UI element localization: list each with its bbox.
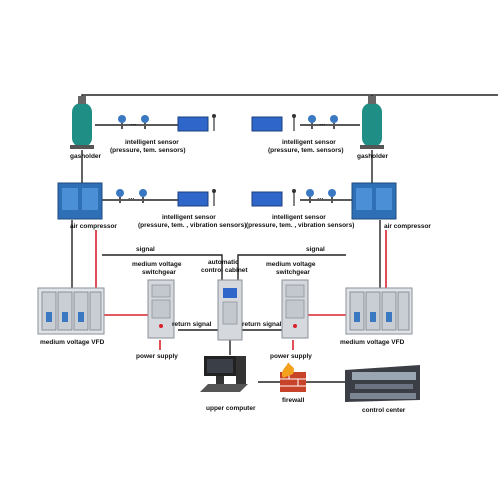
firewall-label: firewall bbox=[282, 397, 305, 404]
mv-vfd-left-label: medium voltage VFD bbox=[40, 339, 105, 346]
wireless-display-panel-icon bbox=[177, 116, 209, 132]
pc-tower bbox=[236, 356, 246, 384]
gasholder-right-base bbox=[360, 145, 384, 149]
sensor-top-left-label-2: (pressure, tem. sensors) bbox=[110, 147, 186, 154]
mv-switchgear-left-label-1: medium voltage bbox=[132, 261, 182, 268]
mv-vfd-right bbox=[345, 287, 413, 335]
pressure-sensor-icon bbox=[116, 189, 124, 203]
gasholder-right-valve bbox=[368, 96, 376, 104]
gasholder-left-tank bbox=[72, 103, 92, 147]
top-bus-wire bbox=[81, 94, 498, 110]
air-compressor-right bbox=[351, 182, 397, 220]
air-compressor-left bbox=[57, 182, 103, 220]
sensor-dots: … bbox=[317, 194, 324, 201]
sensor-top-right-label-1: intelligent sensor bbox=[282, 139, 336, 146]
sensor-mid-right-label-2: (pressure, tem. , vibration sensors) bbox=[246, 222, 354, 229]
auto-cabinet-label-2: control cabinet bbox=[201, 267, 248, 274]
control-room-icon bbox=[345, 365, 420, 402]
pressure-sensor-icon bbox=[306, 189, 314, 203]
auto-cabinet-label-1: automatic bbox=[208, 259, 239, 266]
wireless-display-panel-icon bbox=[251, 191, 283, 207]
wireless-antenna-icon bbox=[212, 114, 216, 131]
keyboard bbox=[200, 384, 248, 392]
gasholder-left bbox=[70, 96, 94, 149]
pressure-sensor-icon bbox=[308, 115, 316, 129]
mv-vfd-left bbox=[37, 287, 105, 335]
power-wires bbox=[95, 230, 387, 350]
wireless-antenna-icon bbox=[212, 189, 216, 206]
return-signal-right-label: return signal bbox=[242, 321, 282, 328]
air-compressor-right-label: air compressor bbox=[384, 223, 431, 230]
gasholder-left-base bbox=[70, 145, 94, 149]
sensor-mid-right-label-1: intelligent sensor bbox=[272, 214, 326, 221]
desktop-computer-icon bbox=[200, 356, 248, 392]
sensor-dots: … bbox=[130, 120, 137, 127]
mv-switchgear-right-label-1: medium voltage bbox=[266, 261, 316, 268]
signal-wires bbox=[71, 94, 498, 383]
upper-computer-label: upper computer bbox=[206, 405, 256, 412]
mv-switchgear-left bbox=[147, 279, 175, 339]
gasholder-right-label: gasholder bbox=[357, 153, 389, 160]
mv-switchgear-right bbox=[281, 279, 309, 339]
signal-left-wire bbox=[102, 254, 223, 282]
pressure-sensor-icon bbox=[328, 189, 336, 203]
gasholder-left-valve bbox=[78, 96, 86, 104]
mv-switchgear-right-label-2: switchgear bbox=[276, 269, 310, 276]
sensor-group-mid-right: … bbox=[251, 189, 336, 207]
automatic-control-cabinet bbox=[217, 279, 243, 341]
firewall-icon bbox=[280, 362, 306, 392]
mv-vfd-right-label: medium voltage VFD bbox=[340, 339, 405, 346]
signal-right-wire bbox=[237, 254, 346, 282]
pressure-sensor-icon bbox=[118, 115, 126, 129]
wireless-antenna-icon bbox=[292, 189, 296, 206]
sensor-dots: … bbox=[128, 194, 135, 201]
sensor-mid-left-label-2: (pressure, tem. , vibration sensors) bbox=[138, 222, 246, 229]
return-signal-left-label: return signal bbox=[172, 321, 212, 328]
sensor-group-top-left: … bbox=[118, 114, 216, 132]
gasholder-left-label: gasholder bbox=[70, 153, 102, 160]
wireless-display-panel-icon bbox=[251, 116, 283, 132]
pressure-sensor-icon bbox=[330, 115, 338, 129]
wireless-antenna-icon bbox=[292, 114, 296, 131]
sensor-dots: … bbox=[319, 120, 326, 127]
power-supply-right-label: power supply bbox=[270, 353, 312, 360]
air-compressor-left-label: air compressor bbox=[70, 223, 117, 230]
signal-right-label: signal bbox=[306, 246, 325, 253]
control-center-label: control center bbox=[362, 407, 406, 414]
sensor-mid-left-label-1: intelligent sensor bbox=[162, 214, 216, 221]
sensor-group-mid-left: … bbox=[116, 189, 216, 207]
gasholder-right-tank bbox=[362, 103, 382, 147]
gasholder-right bbox=[360, 96, 384, 149]
pressure-sensor-icon bbox=[139, 189, 147, 203]
signal-left-label: signal bbox=[136, 246, 155, 253]
power-supply-left-label: power supply bbox=[136, 353, 178, 360]
mv-switchgear-left-label-2: switchgear bbox=[142, 269, 176, 276]
sensor-top-left-label-1: intelligent sensor bbox=[125, 139, 179, 146]
wireless-display-panel-icon bbox=[177, 191, 209, 207]
sensor-top-right-label-2: (pressure, tem. sensors) bbox=[268, 147, 344, 154]
sensor-group-top-right: … bbox=[251, 114, 338, 132]
pressure-sensor-icon bbox=[141, 115, 149, 129]
